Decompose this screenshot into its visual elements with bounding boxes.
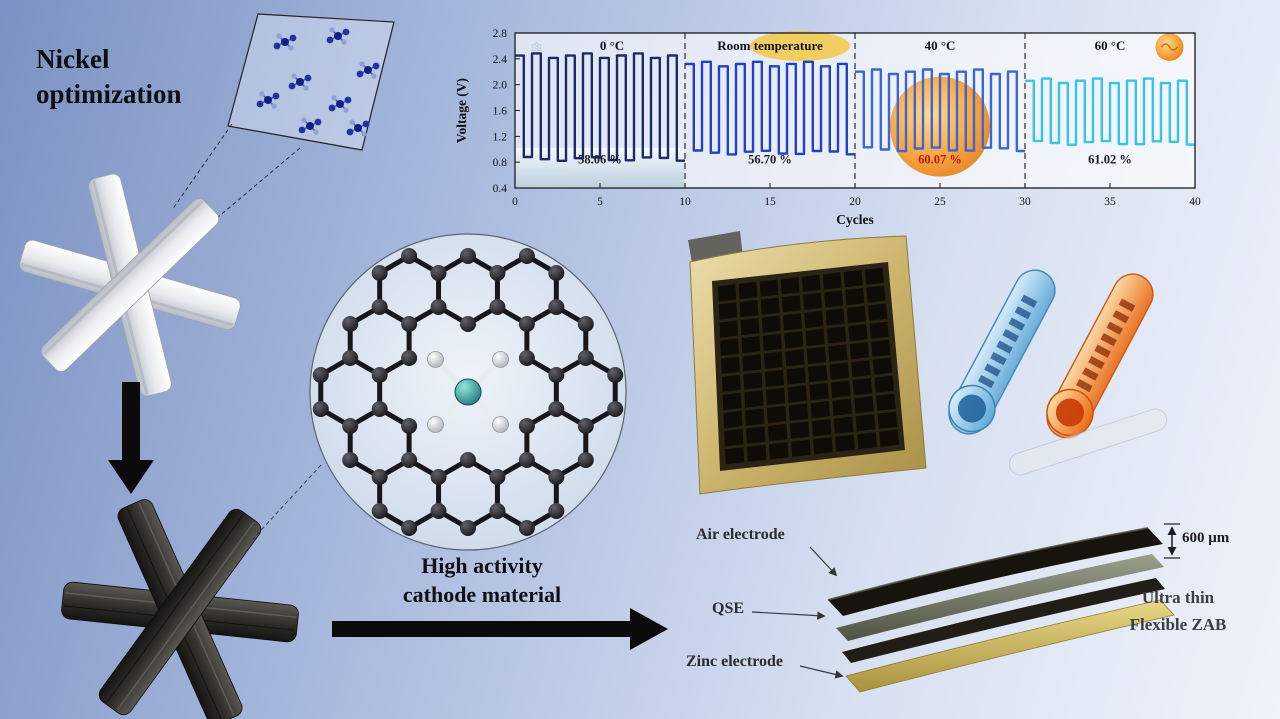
zoom-connector-line xyxy=(171,123,233,211)
qse-layer xyxy=(836,554,1164,641)
x-tick-label: 40 xyxy=(1189,196,1201,208)
y-axis-label: Voltage (V) xyxy=(454,78,469,143)
zoom-connector-line xyxy=(251,463,323,541)
y-tick-label: 1.6 xyxy=(493,106,508,118)
y-tick-label: 2.8 xyxy=(493,28,508,40)
crystal-structure-inset xyxy=(171,13,395,235)
region-temperature-label: 60 °C xyxy=(1095,38,1126,53)
x-tick-label: 25 xyxy=(934,196,946,208)
zab-layer-stack xyxy=(827,527,1175,693)
process-line2: cathode material xyxy=(402,581,562,607)
electrode-pixel-grid xyxy=(717,267,900,465)
x-tick-label: 30 xyxy=(1019,196,1031,208)
down-arrow xyxy=(108,382,154,494)
y-tick-label: 1.2 xyxy=(493,131,508,143)
zab-label: Ultra thin Flexible ZAB xyxy=(1098,584,1258,638)
y-tick-label: 0.4 xyxy=(493,183,508,195)
region-efficiency-label: 56.70 % xyxy=(748,152,792,166)
right-arrow xyxy=(332,608,668,650)
title-line2: optimization xyxy=(36,79,182,110)
x-tick-label: 5 xyxy=(597,196,603,208)
air-electrode-layer xyxy=(828,528,1163,616)
region-temperature-label: 0 °C xyxy=(600,38,624,53)
y-tick-label: 2.4 xyxy=(493,54,508,66)
dark-snowflake-product xyxy=(61,499,299,719)
zinc-electrode-pointer xyxy=(799,665,844,679)
nickel-optimization-title: Nickel optimization xyxy=(36,42,266,112)
molecule-cluster-group xyxy=(256,27,380,137)
x-tick-label: 15 xyxy=(764,196,776,208)
empty-capsule xyxy=(1008,408,1168,476)
x-axis-label: Cycles xyxy=(836,212,874,227)
zab-line1: Ultra thin xyxy=(1141,588,1215,607)
region-efficiency-label: 60.07 % xyxy=(918,152,962,166)
region-temperature-label: Room temperature xyxy=(717,38,823,53)
y-tick-label: 2.0 xyxy=(493,80,508,92)
zinc-electrode-layer xyxy=(845,599,1175,693)
x-tick-label: 0 xyxy=(512,196,518,208)
flexible-electrode-array xyxy=(688,231,927,495)
title-line1: Nickel xyxy=(36,44,110,74)
x-tick-label: 20 xyxy=(849,196,861,208)
qse-label: QSE xyxy=(712,600,745,617)
process-line1: High activity xyxy=(421,553,543,578)
blue-cell-thermometer xyxy=(948,269,1056,435)
orange-cell-thermometer xyxy=(1046,273,1154,439)
graphene-single-atom-inset xyxy=(309,233,627,551)
region-efficiency-label: 58.06 % xyxy=(578,152,622,166)
nickel-single-atom-site xyxy=(427,351,509,433)
thickness-arrow xyxy=(1164,523,1180,559)
graphene-lattice xyxy=(312,248,624,536)
inner-dark-layer xyxy=(842,578,1165,663)
zinc-electrode-label: Zinc electrode xyxy=(686,653,784,670)
qse-pointer xyxy=(751,611,826,620)
air-electrode-pointer xyxy=(809,546,838,577)
y-tick-label: 0.8 xyxy=(493,157,508,169)
region-efficiency-label: 61.02 % xyxy=(1088,152,1132,166)
zoom-connector-line xyxy=(197,147,301,235)
x-tick-label: 35 xyxy=(1104,196,1116,208)
air-electrode-label: Air electrode xyxy=(696,526,785,543)
x-tick-label: 10 xyxy=(679,196,691,208)
region-temperature-label: 40 °C xyxy=(925,38,956,53)
thickness-label: 600 μm xyxy=(1182,530,1230,546)
warm-highlight-decoration xyxy=(750,31,850,61)
white-snowflake-precursor xyxy=(19,173,241,397)
zab-line2: Flexible ZAB xyxy=(1129,615,1227,635)
high-activity-label: High activity cathode material xyxy=(348,552,616,609)
